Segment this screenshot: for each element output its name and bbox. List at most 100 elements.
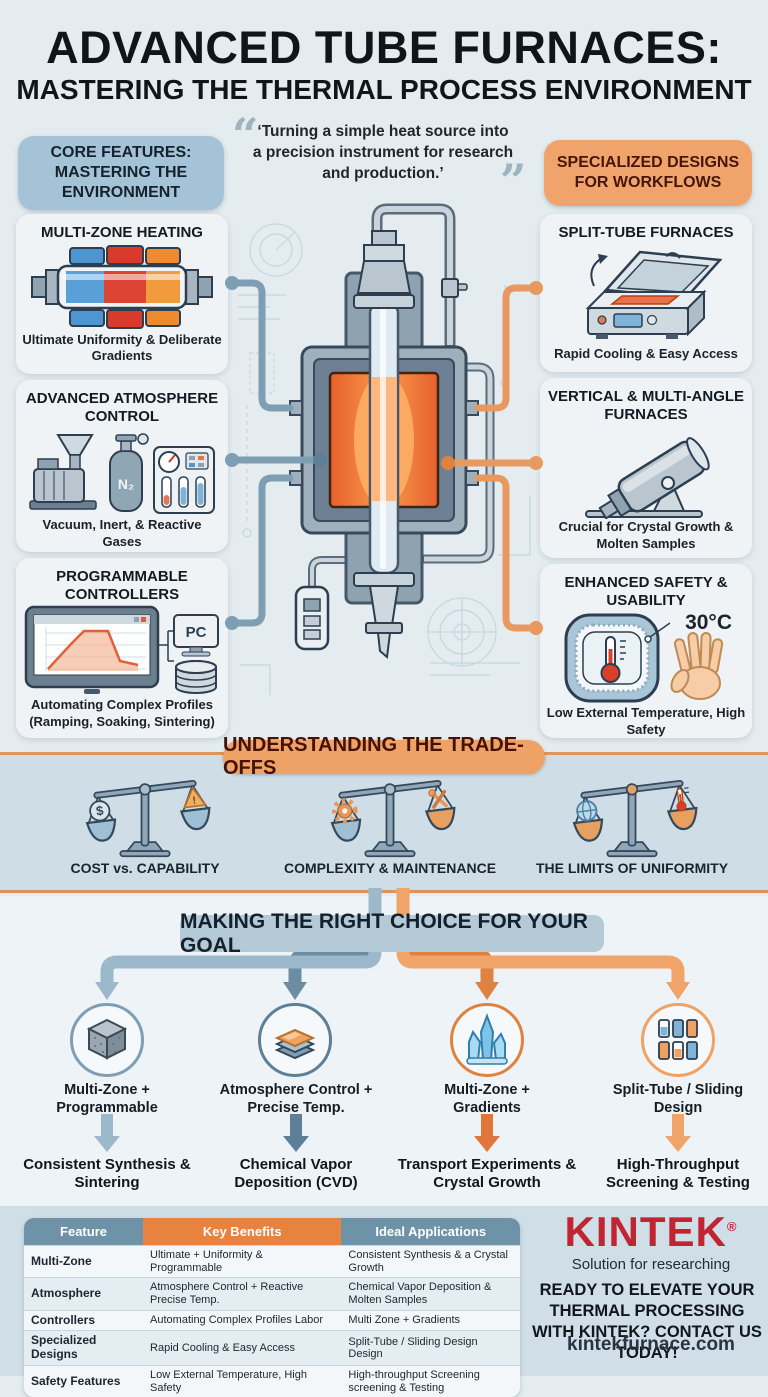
- furnace-top-cap: [356, 230, 412, 294]
- table-cell: Multi Zone + Gradients: [341, 1309, 520, 1331]
- table-cell: Automating Complex Profiles Labor: [143, 1309, 342, 1331]
- pc-icon: PC: [173, 614, 219, 657]
- table-row: Multi-Zone Ultimate + Uniformity & Progr…: [24, 1245, 520, 1278]
- feature-caption: Vacuum, Inert, & Reactive Gases: [42, 517, 202, 549]
- goal-circle-crystal: [450, 1003, 524, 1077]
- tradeoff-label-cost: COST vs. CAPABILITY: [70, 860, 220, 876]
- table-header-benefits: Key Benefits: [143, 1218, 342, 1245]
- path-outcome-4: High-Throughput Screening & Testing: [606, 1156, 750, 1192]
- down-arrow-icon: [665, 1114, 691, 1152]
- right-connectors: [444, 284, 540, 632]
- feature-card-atmosphere: ADVANCED ATMOSPHERE CONTROL N₂: [16, 380, 228, 552]
- table-cell: Chemical Vapor Deposition & Molten Sampl…: [341, 1277, 520, 1310]
- brand-tagline: Solution for researching: [571, 1256, 731, 1273]
- table-cell: Atmosphere Control + Reactive Precise Te…: [143, 1277, 342, 1310]
- close-quote-icon: ”: [500, 154, 527, 208]
- path-config-1: Multi-Zone + Programmable: [56, 1082, 158, 1116]
- feature-card-split-tube: SPLIT-TUBE FURNACES Rapid Cooling & Easy…: [540, 214, 752, 372]
- brand-name: KINTEK: [564, 1208, 727, 1255]
- atmosphere-control-icons: N₂: [29, 433, 215, 515]
- open-quote-icon: “: [232, 108, 259, 162]
- temperature-label: 30°C: [685, 611, 732, 635]
- path-outcome-2: Chemical Vapor Deposition (CVD): [234, 1156, 358, 1192]
- down-arrow-icon: [94, 1114, 120, 1152]
- down-arrow-icon: [474, 1114, 500, 1152]
- feature-caption: Automating Complex Profiles (Ramping, So…: [29, 697, 215, 729]
- path-outcome-1: Consistent Synthesis & Sintering: [23, 1156, 191, 1192]
- brand-logo: KINTEK®: [540, 1208, 762, 1256]
- svg-text:!: !: [192, 795, 197, 807]
- sample-vials-icon: [658, 1019, 698, 1060]
- goal-circle-screening: [641, 1003, 715, 1077]
- feature-title: MULTI-ZONE HEATING: [41, 224, 203, 241]
- path-config-3: Multi-Zone + Gradients: [444, 1082, 530, 1116]
- crystal-icon: [466, 1013, 508, 1065]
- table-cell: Atmosphere: [24, 1277, 144, 1310]
- goal-circle-synthesis: [70, 1003, 144, 1077]
- table-cell: Multi-Zone: [24, 1245, 144, 1278]
- choice-title: MAKING THE RIGHT CHOICE FOR YOUR GOAL: [180, 910, 604, 957]
- feature-caption: Crucial for Crystal Growth & Molten Samp…: [558, 519, 734, 551]
- tradeoff-label-complexity: COMPLEXITY & MAINTENANCE: [283, 860, 497, 876]
- feature-card-controllers: PROGRAMMABLE CONTROLLERS PC: [16, 558, 228, 738]
- left-connectors: [228, 279, 324, 627]
- down-arrow-icon: [283, 1114, 309, 1152]
- feature-summary-table: Feature Key Benefits Ideal Applications …: [24, 1218, 520, 1397]
- page-title-line2: MASTERING THE THERMAL PROCESS ENVIRONMEN…: [16, 74, 752, 105]
- quote-text: ‘Turning a simple heat source into a pre…: [252, 123, 514, 182]
- feature-caption: Low External Temperature, High Safety: [546, 705, 746, 737]
- website-url: kintekfurnace.com: [567, 1334, 735, 1355]
- feature-title: ENHANCED SAFETY & USABILITY: [564, 574, 728, 609]
- multi-zone-tube-icon: [31, 244, 213, 329]
- left-connector-dots: [225, 276, 327, 630]
- page-title-line1: ADVANCED TUBE FURNACES:: [46, 22, 722, 73]
- table-row: Specialized Designs Rapid Cooling & Easy…: [24, 1330, 520, 1365]
- feature-card-multi-zone: MULTI-ZONE HEATING Ultimate Uniformity &…: [16, 214, 228, 374]
- path-config-4: Split-Tube / Sliding Design: [612, 1082, 744, 1116]
- feature-title: ADVANCED ATMOSPHERE CONTROL: [25, 390, 219, 425]
- tradeoffs-title: UNDERSTANDING THE TRADE-OFFS: [223, 734, 545, 779]
- svg-text:$: $: [95, 803, 105, 819]
- feature-title: VERTICAL & MULTI-ANGLE FURNACES: [547, 388, 745, 423]
- feature-title: PROGRAMMABLE CONTROLLERS: [56, 568, 188, 603]
- path-config-2: Atmosphere Control + Precise Temp.: [219, 1082, 373, 1116]
- table-row: Safety Features Low External Temperature…: [24, 1364, 520, 1397]
- gas-cylinder-icon: N₂: [109, 433, 149, 513]
- path-outcome-3: Transport Experiments & Crystal Growth: [397, 1156, 577, 1192]
- database-icon: [175, 660, 217, 695]
- right-connector-dots: [441, 281, 543, 635]
- core-features-badge: CORE FEATURES: MASTERING THE ENVIRONMENT: [18, 136, 224, 210]
- quartz-tube: [353, 294, 415, 587]
- table-row: Controllers Automating Complex Profiles …: [24, 1309, 520, 1331]
- table-cell: Rapid Cooling & Easy Access: [143, 1330, 342, 1365]
- table-cell: Low External Temperature, High Safety: [143, 1364, 342, 1397]
- table-header-applications: Ideal Applications: [341, 1218, 520, 1245]
- table-cell: Specialized Designs: [24, 1330, 144, 1365]
- tradeoff-label-uniformity: THE LIMITS OF UNIFORMITY: [535, 860, 729, 876]
- safety-shell-icon: [564, 613, 724, 703]
- table-cell: Consistent Synthesis & a Crystal Growth: [341, 1245, 520, 1278]
- feature-caption: Rapid Cooling & Easy Access: [554, 345, 738, 361]
- registered-mark: ®: [726, 1219, 738, 1234]
- furnace-bottom-spout: [365, 585, 403, 659]
- cta-text: READY TO ELEVATE YOUR THERMAL PROCESSING…: [532, 1281, 762, 1363]
- gas-panel-icon: [153, 446, 215, 515]
- svg-text:N₂: N₂: [118, 476, 134, 492]
- table-cell: Safety Features: [24, 1364, 144, 1397]
- table-cell: High-throughput Screening screening & Te…: [341, 1364, 520, 1397]
- specialized-designs-badge: SPECIALIZED DESIGNS FOR WORKFLOWS: [544, 140, 752, 206]
- table-row: Atmosphere Atmosphere Control + Reactive…: [24, 1277, 520, 1310]
- svg-text:PC: PC: [186, 624, 207, 641]
- layered-wafer-icon: [274, 1028, 316, 1060]
- central-furnace-diagram: [225, 203, 543, 695]
- feature-caption: Ultimate Uniformity & Deliberate Gradien…: [22, 331, 222, 363]
- uniformity-scale-icon: [572, 779, 698, 858]
- feature-card-vertical-furnace: VERTICAL & MULTI-ANGLE FURNACES Crucial …: [540, 378, 752, 558]
- feature-card-safety: ENHANCED SAFETY & USABILITY 30°: [540, 564, 752, 738]
- tilted-furnace-icon: [585, 437, 710, 520]
- goal-circle-cvd: [258, 1003, 332, 1077]
- table-cell: Controllers: [24, 1309, 144, 1331]
- table-cell: Ultimate + Uniformity & Programmable: [143, 1245, 342, 1278]
- complexity-scale-icon: [330, 779, 456, 858]
- sintered-cube-icon: [86, 1018, 128, 1060]
